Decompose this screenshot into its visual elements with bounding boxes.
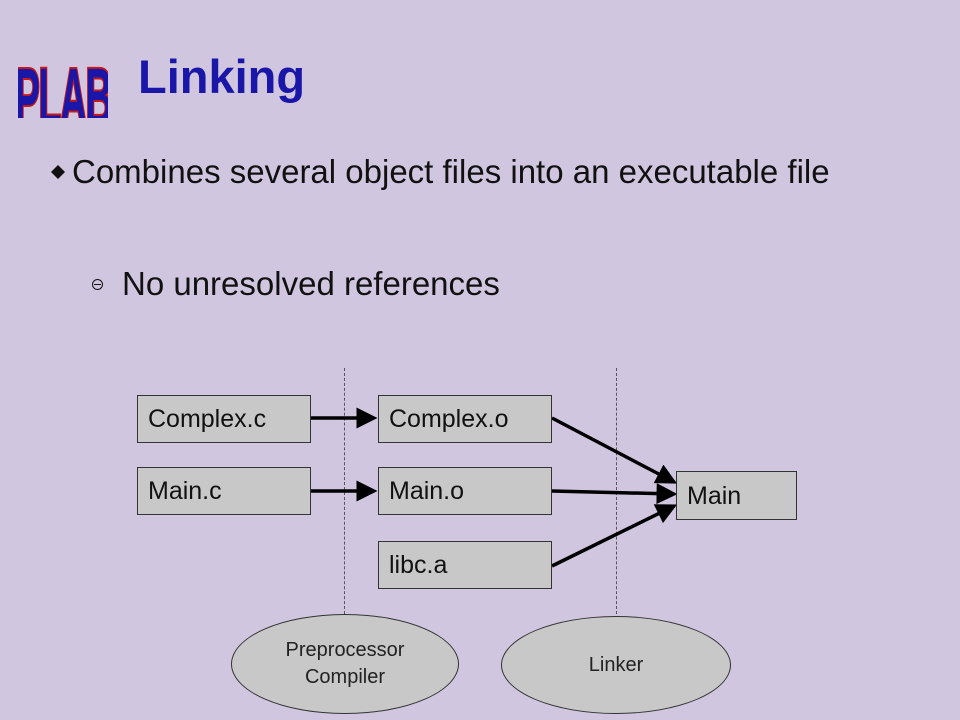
circle-bullet-icon: [92, 279, 103, 290]
bullet-item: Combines several object files into an ex…: [50, 150, 870, 194]
plab-logo: PLAB: [18, 52, 108, 118]
file-box-complex-o: Complex.o: [378, 395, 552, 443]
arrow-main-o-to-main: [551, 483, 678, 505]
output-box-main: Main: [676, 471, 797, 520]
diamond-bullet-icon: [51, 165, 65, 179]
sub-bullet-text: No unresolved references: [122, 265, 500, 302]
sub-bullet-item: No unresolved references: [92, 262, 500, 306]
plab-logo-text: PLAB: [18, 53, 108, 118]
file-box-main-c: Main.c: [137, 467, 311, 515]
file-box-complex-c: Complex.c: [137, 395, 311, 443]
file-box-main-o: Main.o: [378, 467, 552, 515]
bullet-text: Combines several object files into an ex…: [72, 153, 830, 190]
arrow-complex-o-to-main: [551, 416, 678, 484]
stage-linker: Linker: [501, 616, 731, 714]
stage-preprocessor-compiler: Preprocessor Compiler: [231, 614, 459, 714]
arrow-libc-to-main: [551, 504, 678, 568]
slide-title: Linking: [138, 50, 306, 103]
file-box-libc-a: libc.a: [378, 541, 552, 589]
